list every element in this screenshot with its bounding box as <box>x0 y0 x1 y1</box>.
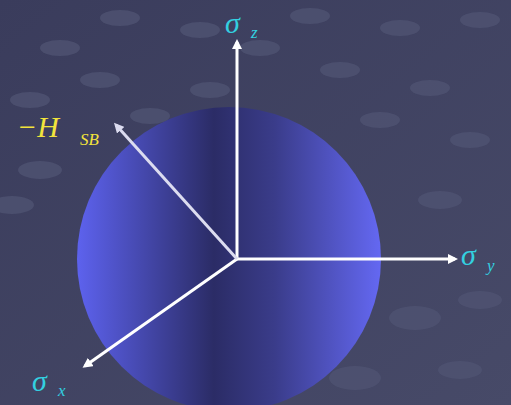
hamiltonian-label: −H <box>17 112 59 142</box>
bloch-sphere <box>77 107 381 405</box>
axis-label: σ <box>32 366 47 396</box>
axis-label: σ <box>461 240 476 270</box>
sigma-y-axis <box>237 258 455 261</box>
hamiltonian-subscript: SB <box>80 131 99 148</box>
axis-subscript: x <box>58 382 66 399</box>
axis-subscript: y <box>487 257 495 274</box>
sigma-z-axis <box>236 42 239 259</box>
sigma-x-axis <box>85 259 237 366</box>
hamiltonian-vector <box>116 125 237 259</box>
axis-label: σ <box>225 8 240 38</box>
axis-subscript: z <box>251 24 258 41</box>
